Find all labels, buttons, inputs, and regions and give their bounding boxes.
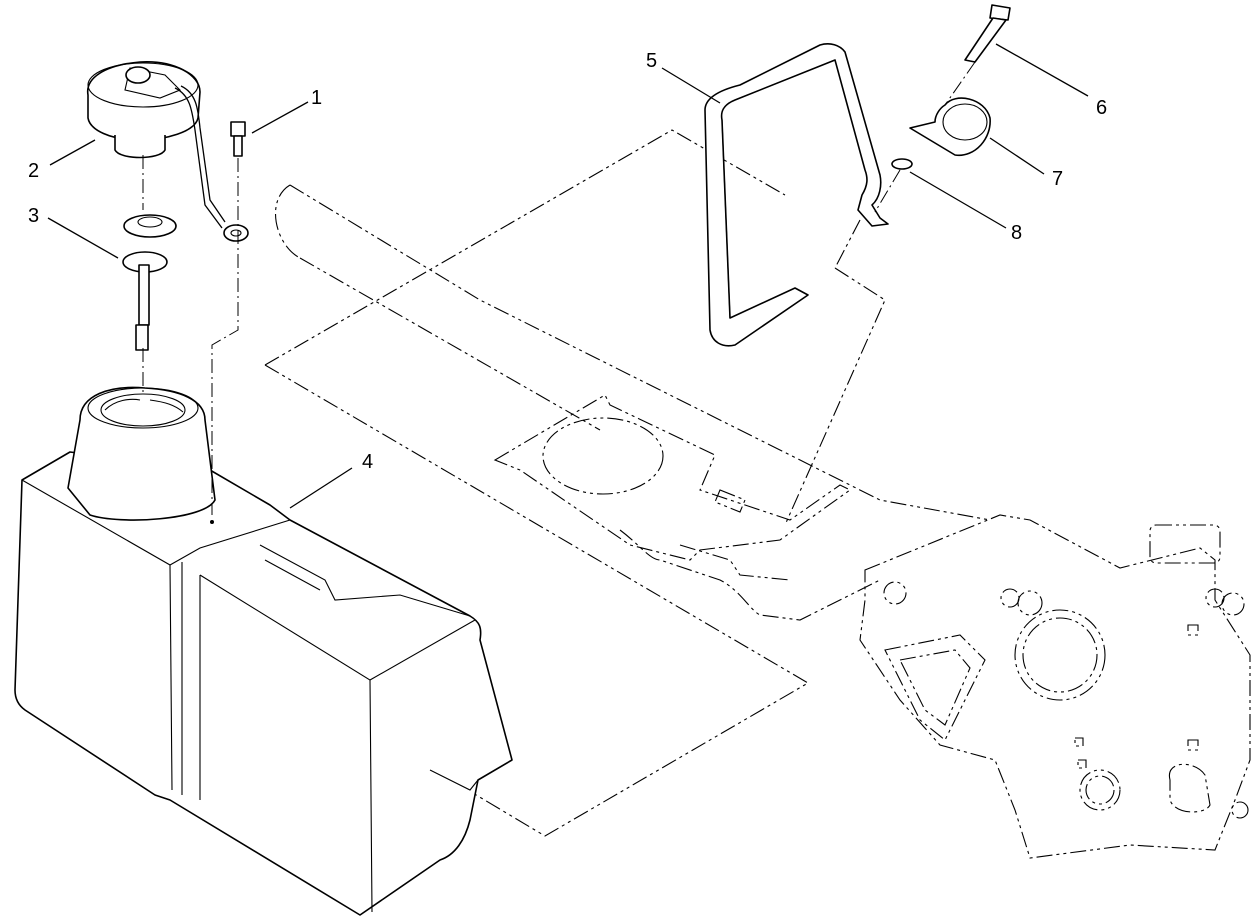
callout-5: 5	[646, 50, 657, 72]
center-lines	[142, 155, 239, 515]
callout-1: 1	[311, 87, 322, 109]
washer-centerline	[874, 169, 901, 213]
fuel-tank	[14, 386, 513, 916]
callout-7: 7	[1052, 168, 1063, 190]
callout-2: 2	[28, 160, 39, 182]
strap	[704, 43, 889, 347]
bolt-centerline	[944, 61, 976, 106]
phantom-bracket-assembly	[493, 394, 1251, 859]
washer-part-8	[891, 158, 913, 170]
screw-part-1	[230, 121, 246, 157]
bolt-part-6	[964, 4, 1011, 63]
callout-labels: 1 2 3 4 5 6 7 8	[28, 50, 1107, 473]
callout-3: 3	[28, 205, 39, 227]
callout-6: 6	[1096, 97, 1107, 119]
callout-4: 4	[362, 451, 373, 473]
callout-8: 8	[1011, 222, 1022, 244]
clamp-part-7	[909, 97, 991, 156]
vent-assembly	[122, 214, 177, 351]
leader-lines	[47, 43, 1089, 509]
fuel-cap	[87, 61, 249, 242]
